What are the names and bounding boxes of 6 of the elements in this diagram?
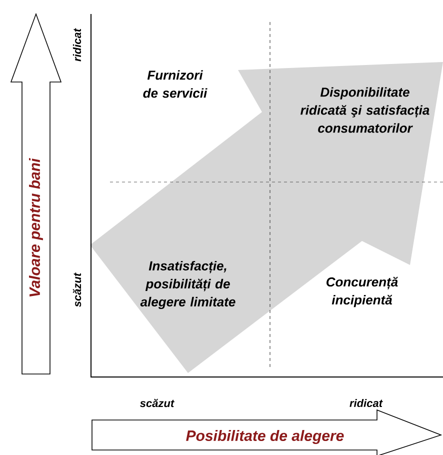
axis-label: scăzut (72, 272, 82, 307)
quadrant-label: Insatisfacție, posibilități de alegere limitate (140, 260, 236, 310)
quadrant-label: Concurență incipientă (326, 276, 398, 308)
quadrant-label: Disponibilitate ridicată şi satisfacția consumatorilor (300, 87, 430, 133)
quadrant-label: Furnizori de servicii (143, 70, 208, 98)
axis-label: ridicat (72, 28, 82, 62)
